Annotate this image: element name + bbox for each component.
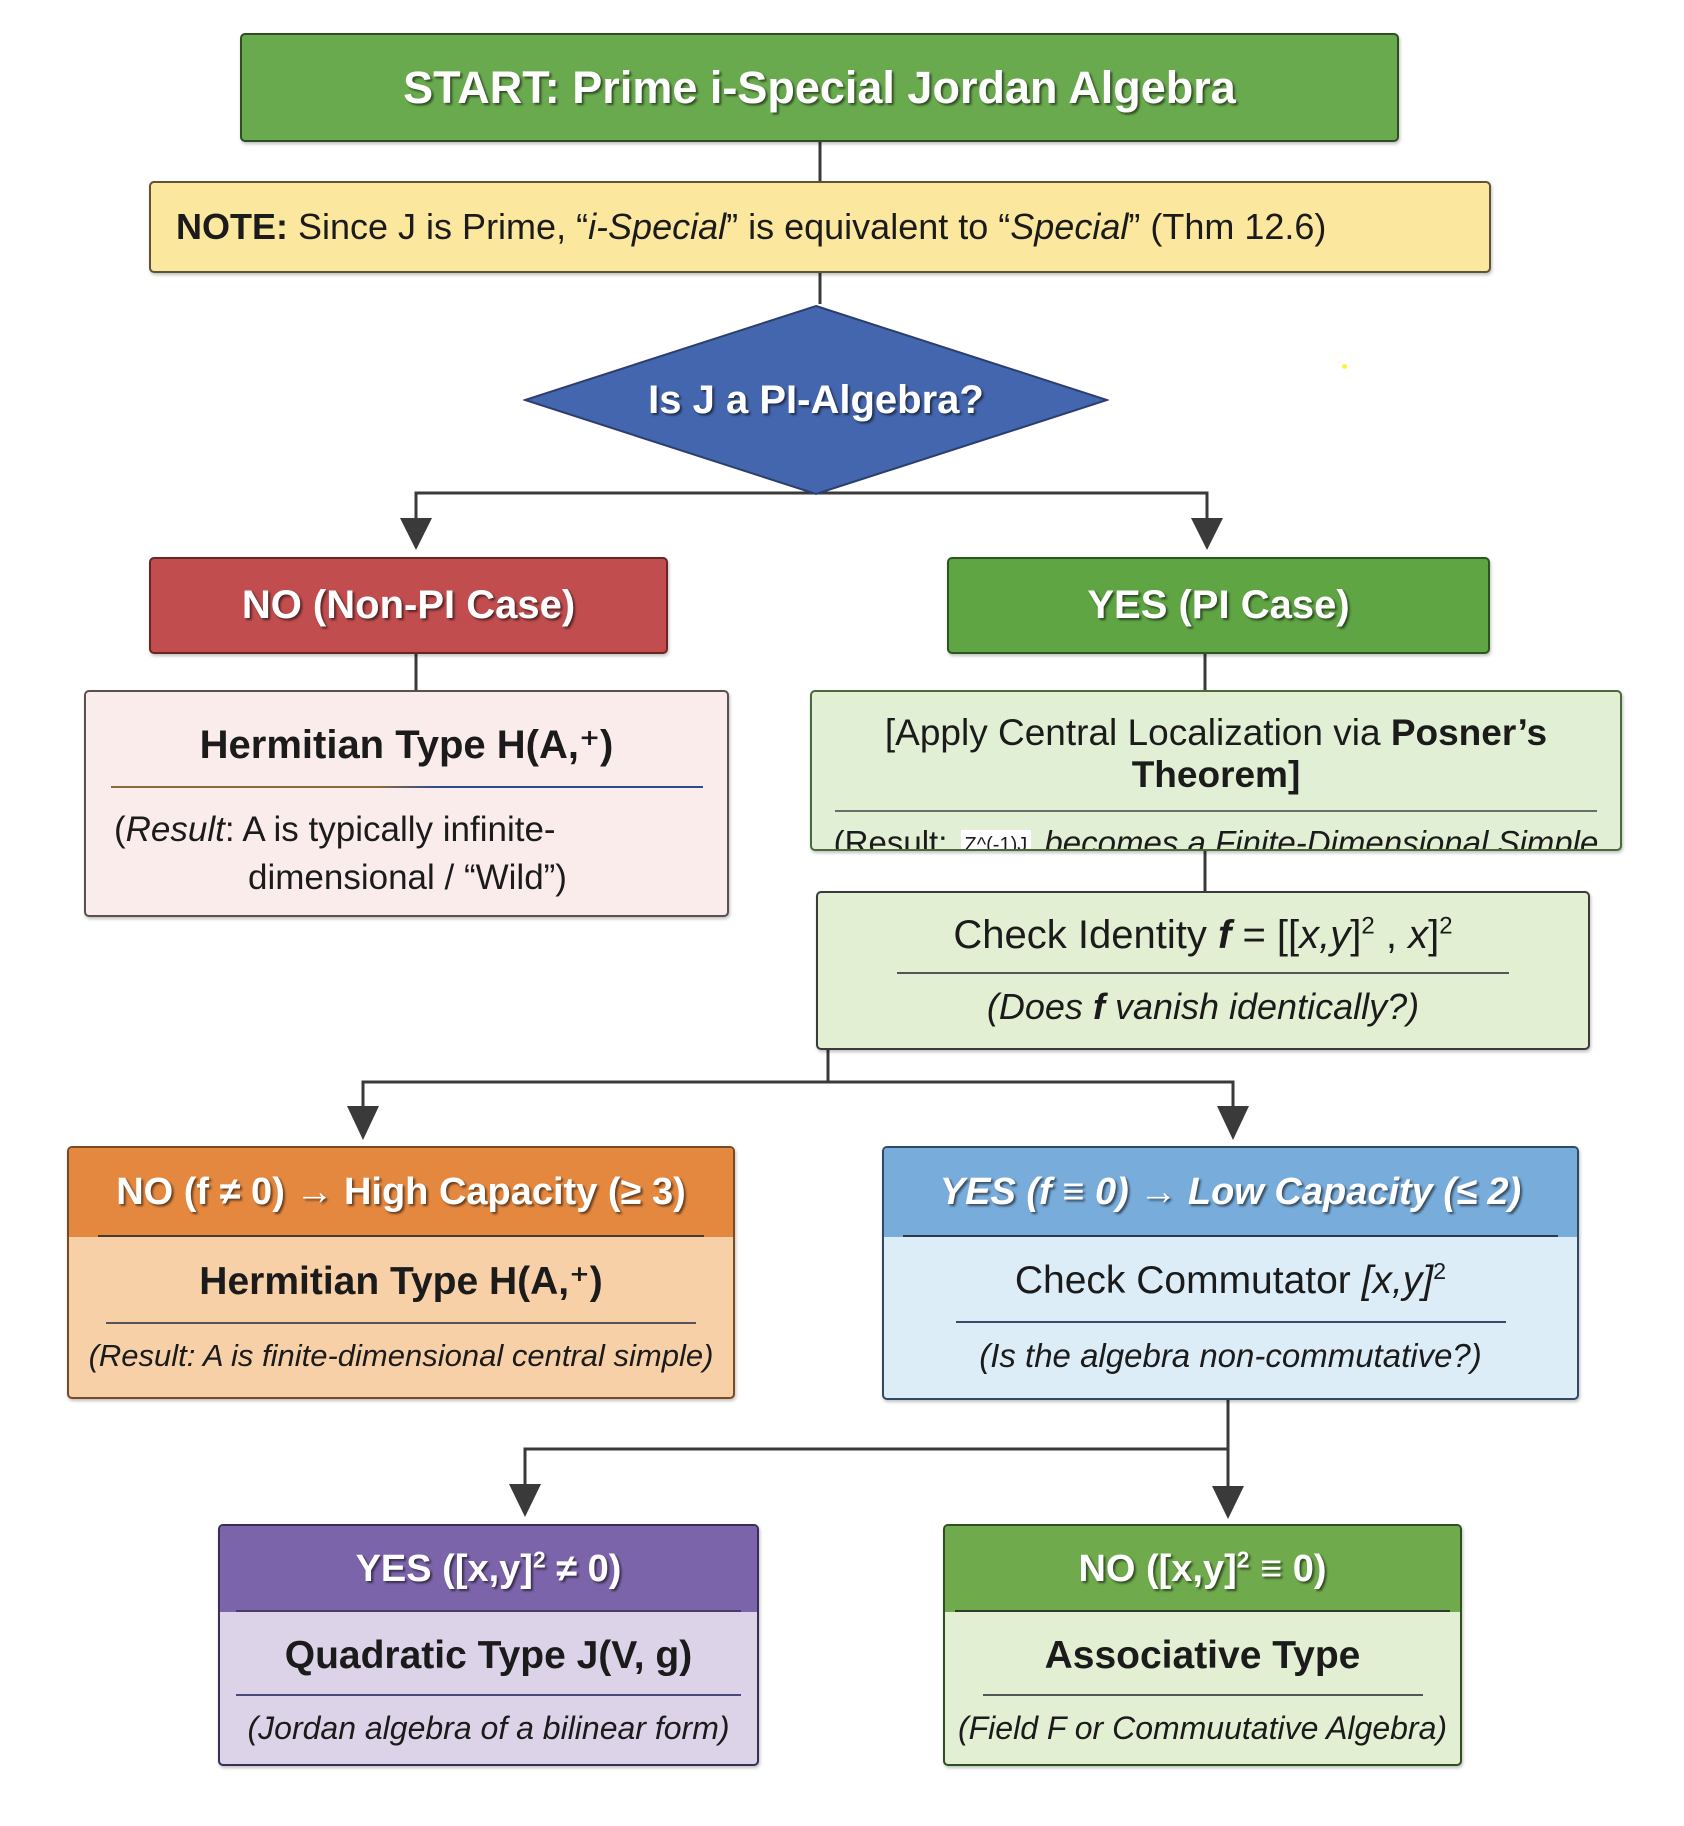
divider <box>955 1321 1506 1323</box>
note-italic-special: Special <box>1010 206 1129 247</box>
quadratic-result: (Jordan algebra of a bilinear form) <box>247 1710 730 1746</box>
divider <box>982 1694 1423 1696</box>
low-capacity-header: YES (f ≡ 0) → Low Capacity (≤ 2) <box>884 1148 1577 1237</box>
hermitian-wild-result: (Result: A is typically infinite- dimens… <box>86 806 727 902</box>
posner-theorem-bold: Posner’s Theorem] <box>1131 712 1548 795</box>
result-paren: ( <box>114 810 126 849</box>
quadratic-header-pre: YES ([x,y] <box>355 1547 533 1590</box>
quadratic-type-node: YES ([x,y]2 ≠ 0) Quadratic Type J(V, g) … <box>218 1524 759 1766</box>
quadratic-header-exponent: 2 <box>532 1545 546 1572</box>
posner-title-plain: [Apply Central Localization via <box>884 712 1391 753</box>
arrow-head-no-pi <box>400 518 432 550</box>
low-capacity-header-label: YES (f ≡ 0) → Low Capacity (≤ 2) <box>939 1171 1522 1213</box>
start-label: START: Prime i-Special Jordan Algebra <box>403 61 1236 113</box>
arrow-head-associative <box>1212 1486 1244 1519</box>
quadratic-header: YES ([x,y]2 ≠ 0) <box>220 1526 757 1612</box>
divider <box>106 1322 696 1324</box>
note-italic-i-special: i-Special <box>588 206 727 247</box>
question-post: vanish identically?) <box>1104 986 1420 1027</box>
posner-result-suffix: becomes a Finite-Dimensional Simple Alge… <box>1044 824 1599 851</box>
identity-x: x <box>1408 913 1429 957</box>
high-capacity-title: Hermitian Type H(A,⁺) <box>199 1260 603 1303</box>
arrow-head-yes-pi <box>1191 518 1223 550</box>
commutator-title-plain: Check Commutator <box>1014 1259 1362 1302</box>
note-text-middle: ” is equivalent to “ <box>726 206 1011 247</box>
divider <box>903 1235 1558 1237</box>
identity-exponent: 2 <box>1361 912 1375 940</box>
identity-bracket-2: ] <box>1428 913 1440 957</box>
note-text-after: ” (Thm 12.6) <box>1128 206 1327 247</box>
high-capacity-header-label: NO (f ≠ 0) → High Capacity (≥ 3) <box>116 1171 686 1213</box>
associative-header: NO ([x,y]2 ≡ 0) <box>945 1526 1460 1612</box>
posner-title: [Apply Central Localization via Posner’s… <box>812 712 1620 796</box>
low-capacity-question: (Is the algebra non-commutative?) <box>979 1337 1482 1374</box>
associative-header-post: ≡ 0) <box>1249 1547 1327 1590</box>
posner-result-prefix: (Result: <box>833 824 957 851</box>
commutator-exponent: 2 <box>1433 1258 1447 1284</box>
quadratic-header-post: ≠ 0) <box>545 1547 622 1590</box>
yes-pi-case-node: YES (PI Case) <box>947 557 1490 654</box>
identity-comma: , <box>1374 913 1409 957</box>
divider <box>955 1610 1450 1612</box>
identity-f: f <box>1218 913 1232 957</box>
connector-decision-branches <box>414 491 1209 520</box>
question-f: f <box>1092 986 1105 1027</box>
divider <box>835 810 1597 812</box>
start-node: START: Prime i-Special Jordan Algebra <box>240 33 1399 142</box>
decision-label: Is J a PI-Algebra? <box>648 377 984 422</box>
divider <box>98 1235 704 1237</box>
commutator-expr: [x,y] <box>1361 1259 1434 1302</box>
identity-eq: = [[ <box>1231 913 1300 957</box>
result-italic-label: Result <box>125 810 225 849</box>
divider <box>236 1610 741 1612</box>
arrow-head-high-capacity <box>347 1106 379 1140</box>
decision-diamond <box>523 304 1109 496</box>
identity-bracket: ] <box>1350 913 1362 957</box>
divider <box>110 786 703 788</box>
identity-title: Check Identity f = [[x,y]2 , x]2 <box>818 913 1588 958</box>
low-capacity-node: YES (f ≡ 0) → Low Capacity (≤ 2) Check C… <box>882 1146 1579 1400</box>
result-line-1: : A is typically infinite- <box>224 810 556 849</box>
no-pi-label: NO (Non-PI Case) <box>241 583 576 627</box>
arrow-head-quadratic <box>509 1484 541 1517</box>
check-identity-node: Check Identity f = [[x,y]2 , x]2 (Does f… <box>816 891 1590 1050</box>
hermitian-wild-title: Hermitian Type H(A,⁺) <box>199 723 614 767</box>
high-capacity-header: NO (f ≠ 0) → High Capacity (≥ 3) <box>69 1148 733 1237</box>
no-pi-case-node: NO (Non-PI Case) <box>149 557 668 654</box>
hermitian-wild-node: Hermitian Type H(A,⁺) (Result: A is typi… <box>84 690 729 917</box>
note-prefix: NOTE: <box>176 206 288 247</box>
arrow-head-low-capacity <box>1217 1106 1249 1140</box>
identity-title-plain: Check Identity <box>953 913 1218 957</box>
posner-result: (Result: Z^(-1)J becomes a Finite-Dimens… <box>812 824 1620 851</box>
posner-localization-node: [Apply Central Localization via Posner’s… <box>810 690 1622 851</box>
posner-inline-formula-image: Z^(-1)J <box>960 829 1032 849</box>
associative-header-pre: NO ([x,y] <box>1078 1547 1237 1590</box>
connector-identity-branches <box>361 1080 1235 1108</box>
associative-title: Associative Type <box>1044 1634 1361 1677</box>
divider <box>236 1694 741 1696</box>
question-pre: (Does <box>986 986 1093 1027</box>
low-capacity-title: Check Commutator [x,y]2 <box>884 1259 1577 1303</box>
identity-question: (Does f vanish identically?) <box>818 986 1588 1028</box>
quadratic-title: Quadratic Type J(V, g) <box>284 1634 693 1677</box>
decision-label-wrap: Is J a PI-Algebra? <box>523 304 1109 496</box>
associative-type-node: NO ([x,y]2 ≡ 0) Associative Type (Field … <box>943 1524 1462 1766</box>
associative-header-exponent: 2 <box>1236 1545 1250 1572</box>
divider <box>897 972 1509 974</box>
identity-xy: x,y <box>1299 913 1351 957</box>
note-text-before: Since J is Prime, “ <box>288 206 589 247</box>
result-line-2: dimensional / “Wild”) <box>248 858 567 897</box>
high-capacity-node: NO (f ≠ 0) → High Capacity (≥ 3) Hermiti… <box>67 1146 735 1399</box>
connector-commutator-branch-left <box>523 1447 1228 1486</box>
note-box: NOTE: Since J is Prime, “i-Special” is e… <box>149 181 1491 273</box>
stray-dot-artifact <box>1342 364 1347 369</box>
identity-exponent-2: 2 <box>1439 912 1453 940</box>
yes-pi-label: YES (PI Case) <box>1087 583 1350 627</box>
high-capacity-result: (Result: A is finite-dimensional central… <box>88 1338 714 1373</box>
associative-result: (Field F or Commuutative Algebra) <box>957 1710 1448 1746</box>
